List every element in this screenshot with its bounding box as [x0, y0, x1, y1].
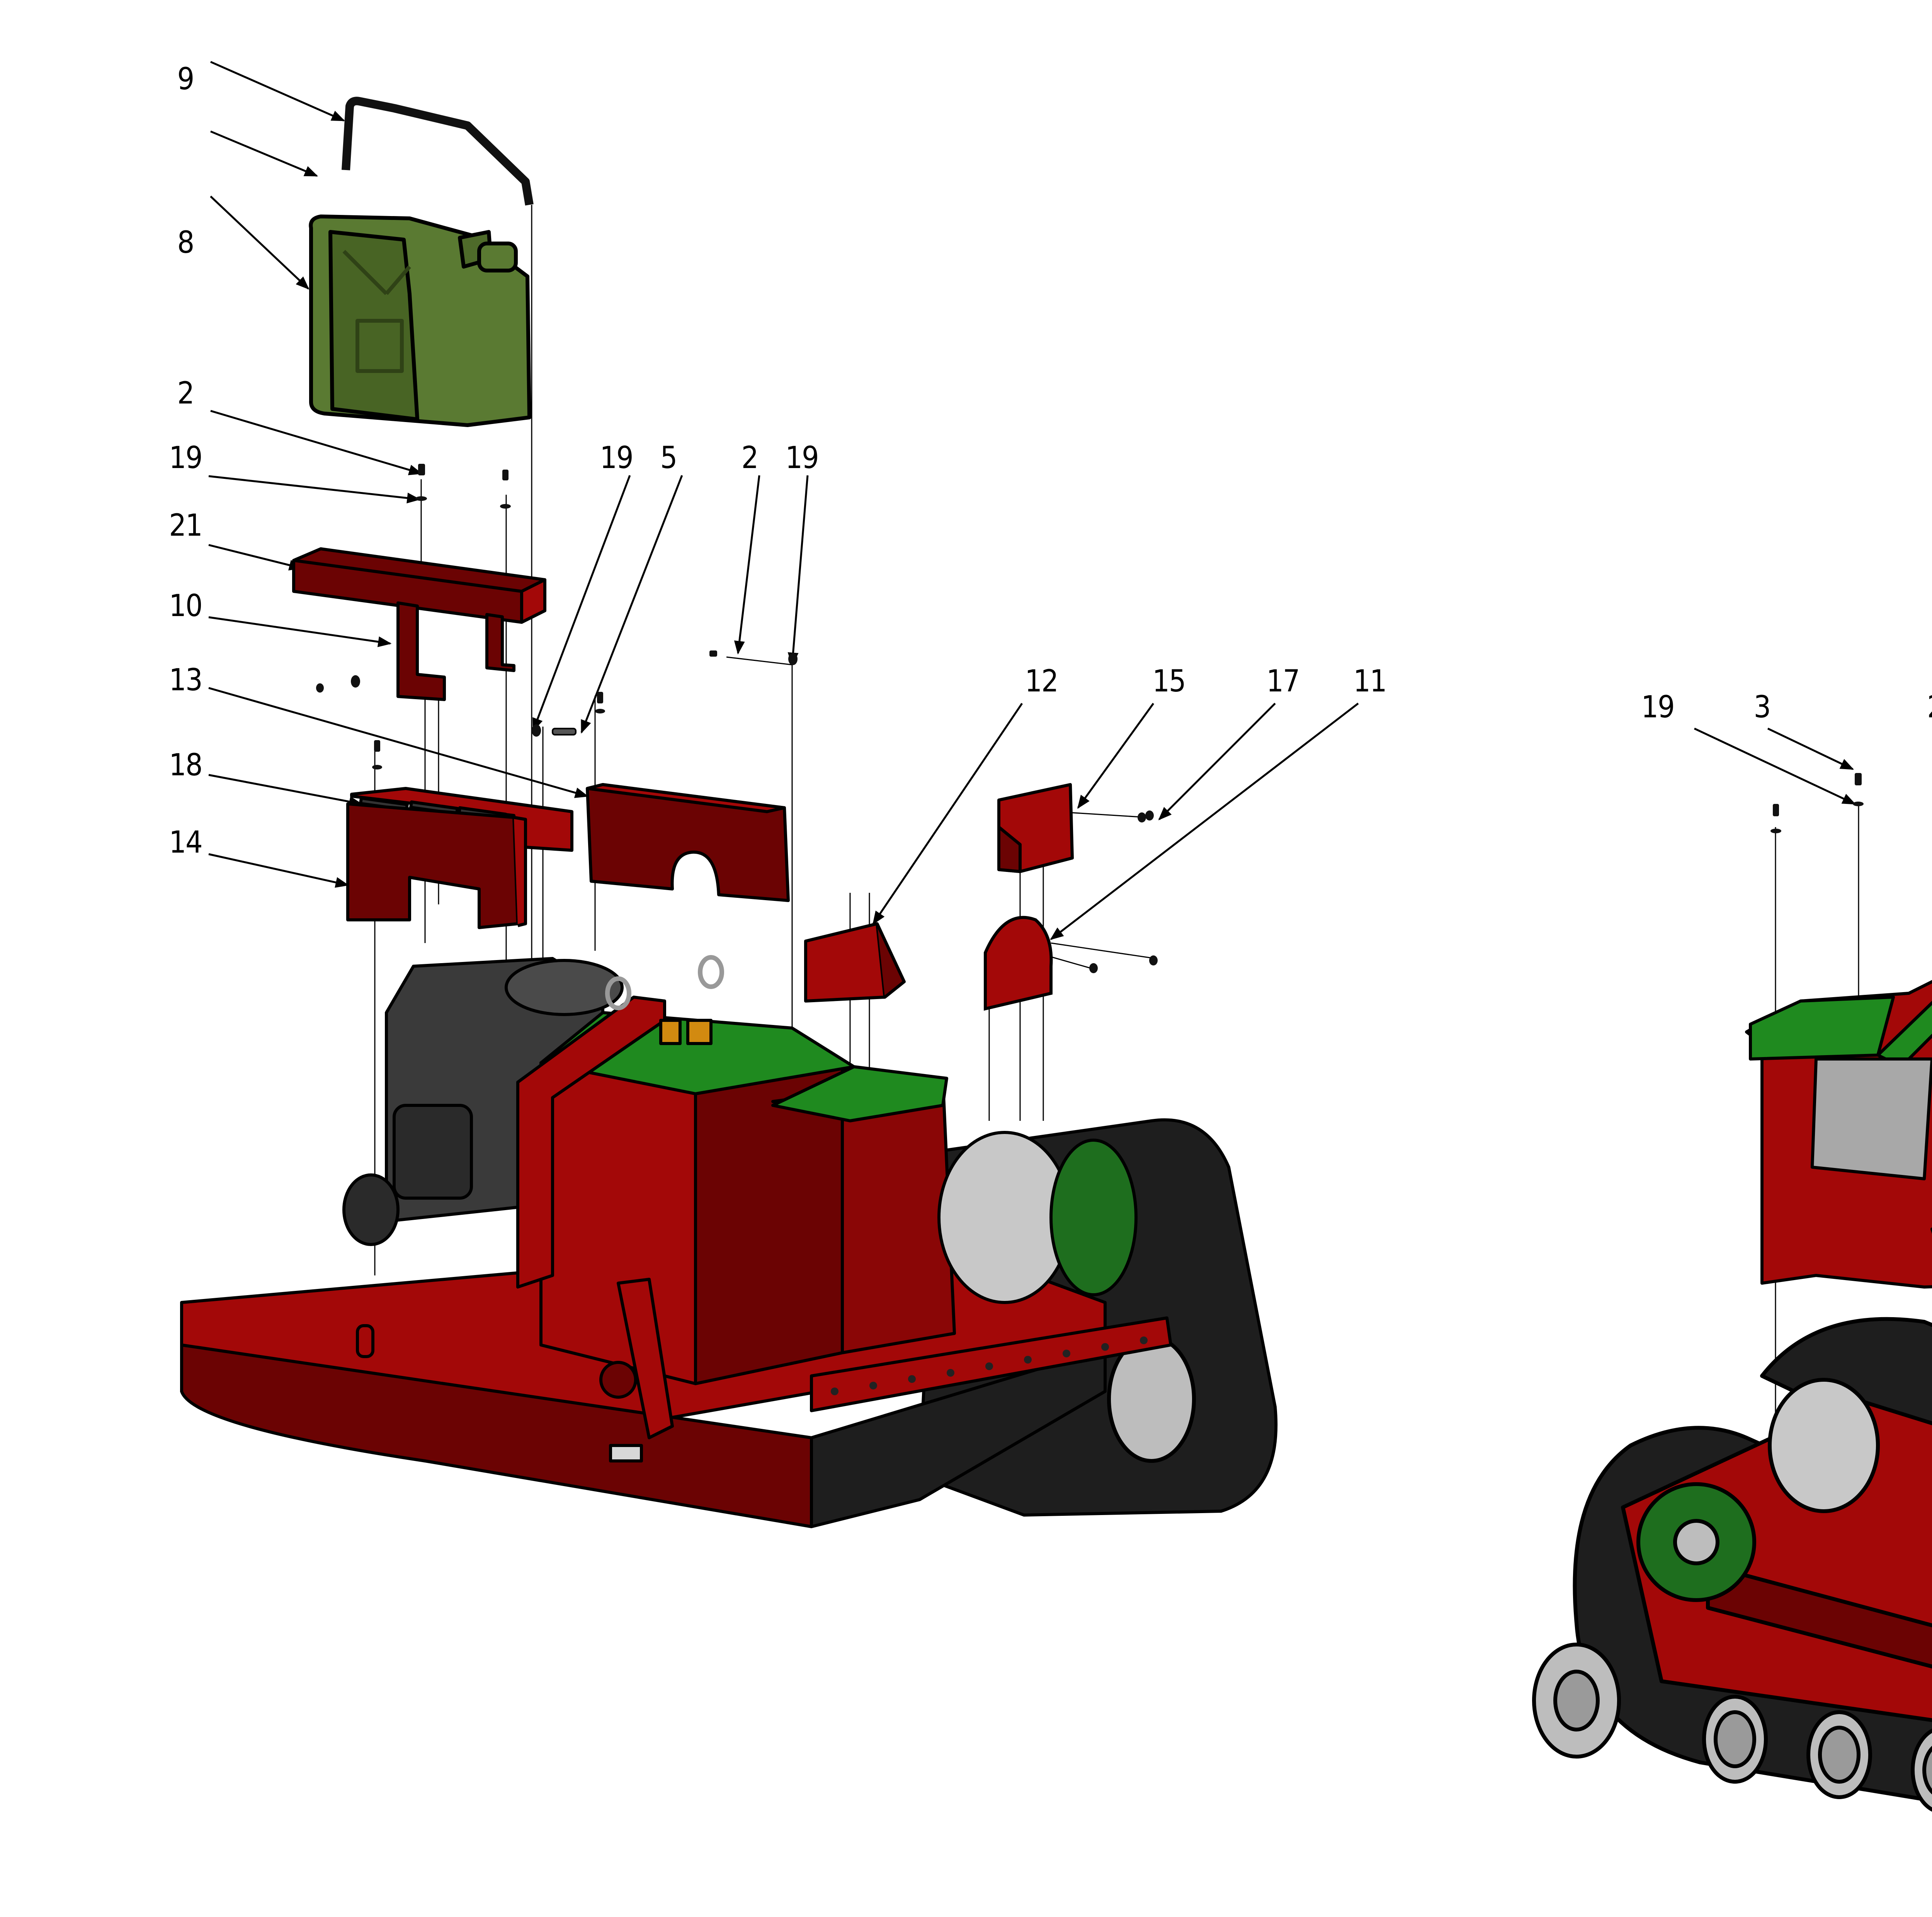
callout-label: 19 [600, 441, 633, 475]
rail-holes [831, 1336, 1148, 1395]
callout-label: 17 [1266, 664, 1300, 699]
callout-label: 13 [169, 663, 202, 698]
bolt-2 [418, 464, 425, 475]
jerrycan [309, 215, 531, 427]
side-cover [346, 802, 527, 929]
jerrycan-strap [342, 97, 534, 206]
left-leader-lines [208, 61, 1359, 940]
callout-label: 21 [169, 508, 202, 543]
left-machine [180, 955, 1278, 1528]
pivot-arm [617, 1278, 674, 1439]
callout-label: 19 [1641, 690, 1675, 725]
right-undercarriage [1573, 1317, 1932, 1803]
jerrycan-bracket [396, 601, 515, 701]
jerrycan-tray [292, 547, 546, 624]
round-cover-plate [984, 916, 1053, 1011]
callout-label: 18 [169, 748, 202, 783]
callout-label: 3 [1753, 690, 1771, 725]
callout-label: 8 [177, 225, 195, 260]
callout-label: 12 [1025, 664, 1058, 699]
cover-plate [997, 783, 1074, 873]
callout-label: 20 [1927, 692, 1932, 722]
track-wheel [1107, 1335, 1196, 1463]
callout-label: 19 [169, 441, 202, 475]
road-wheels [1532, 1643, 1932, 1812]
callout-label: 10 [169, 589, 202, 623]
front-skid [180, 1343, 813, 1528]
callout-label: 15 [1152, 664, 1186, 699]
window-panel [1811, 1057, 1932, 1180]
callout-label: 19 [785, 441, 819, 475]
callout-label: 2 [177, 376, 195, 411]
callout-label: 2 [741, 441, 759, 475]
hydro-motor [1768, 1378, 1880, 1513]
right-fasteners [1770, 773, 1864, 833]
callout-label: 11 [1353, 664, 1387, 699]
callout-label: 14 [169, 825, 202, 860]
washer-19 [415, 496, 427, 501]
rear-cover [586, 783, 790, 902]
callout-label: 5 [660, 441, 678, 475]
small-cover-plate [804, 922, 906, 1003]
lift-frame [516, 996, 666, 1289]
fasteners-left-top [316, 464, 1158, 973]
right-machine [1745, 980, 1932, 1289]
right-leader-lines [1694, 727, 1856, 805]
green-cover [1749, 996, 1895, 1061]
callout-label: 9 [177, 62, 195, 97]
